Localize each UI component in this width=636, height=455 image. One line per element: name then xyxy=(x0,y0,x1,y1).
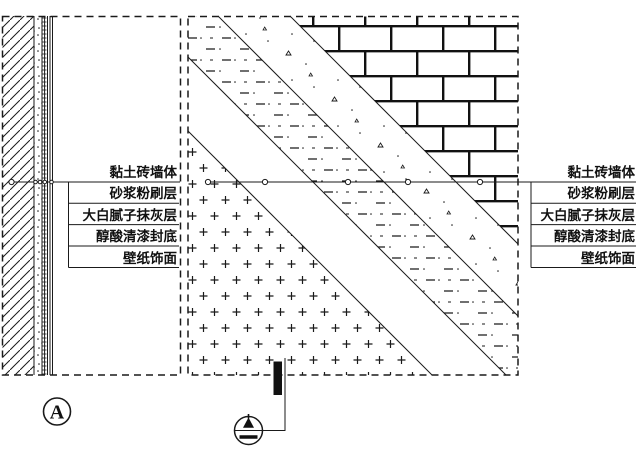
layer-label-left-mortar: 砂浆粉刷层 xyxy=(109,186,178,202)
band-boundary-diagonals xyxy=(188,16,518,375)
detail-callout xyxy=(233,358,286,446)
section-mark-letter: A xyxy=(50,402,65,424)
detail-panel xyxy=(188,16,518,375)
mortar-speckle-strip xyxy=(34,16,42,375)
left-layer-marker-circles xyxy=(33,179,54,185)
layer-label-right-wallpaper: 壁纸饰面 xyxy=(581,250,635,266)
left-panel-dashed-border xyxy=(1,15,182,376)
middle-panel-dashed-border xyxy=(187,15,519,376)
band-marker-circles xyxy=(204,178,484,186)
right-label-underlines xyxy=(530,182,636,268)
section-mark-a: A xyxy=(42,397,72,426)
layer-leader-line xyxy=(8,178,636,186)
layer-label-left-putty: 大白腻子抹灰层 xyxy=(82,207,178,223)
layer-label-left-varnish: 醇酸清漆封底 xyxy=(96,229,177,244)
leader-end-circle xyxy=(8,178,15,186)
callout-black-bar xyxy=(273,361,282,395)
brick-wall-hatch xyxy=(2,16,34,375)
layer-label-left-wallpaper: 壁纸饰面 xyxy=(123,250,177,266)
wall-layer-lines xyxy=(33,16,53,375)
layer-label-right-putty: 大白腻子抹灰层 xyxy=(540,207,636,223)
layer-label-right-mortar: 砂浆粉刷层 xyxy=(567,186,636,202)
layer-label-left-brick: 黏土砖墙体 xyxy=(109,165,178,180)
layer-label-right-brick: 黏土砖墙体 xyxy=(567,165,636,180)
layer-label-right-varnish: 醇酸清漆封底 xyxy=(554,229,635,244)
putty-dash-band xyxy=(188,16,518,375)
left-label-underlines xyxy=(68,182,179,268)
left-wall-section-panel xyxy=(1,15,182,376)
detail-number-glyph xyxy=(243,417,254,428)
